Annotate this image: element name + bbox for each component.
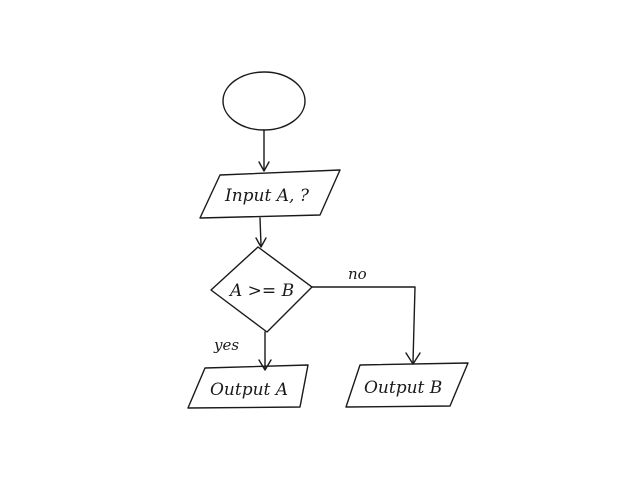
output-a-label: Output A [210,380,288,400]
connector-input-to-decision [259,217,262,246]
branch-no-label: no [348,265,367,283]
output-b-label: Output B [364,378,442,398]
arrowhead-yes-branch [258,359,272,371]
connector-no-branch [311,286,416,363]
input-box [199,169,341,219]
output-a-box [187,364,309,409]
start-terminal [222,71,306,131]
decision-diamond [210,246,313,333]
output-b-box [345,362,469,408]
decision-label: A >= B [228,281,294,301]
input-label: Input A, ? [224,186,310,206]
branch-yes-label: yes [213,336,239,354]
arrowhead-input-to-decision [255,237,267,248]
arrowhead-start-to-input [258,161,270,172]
